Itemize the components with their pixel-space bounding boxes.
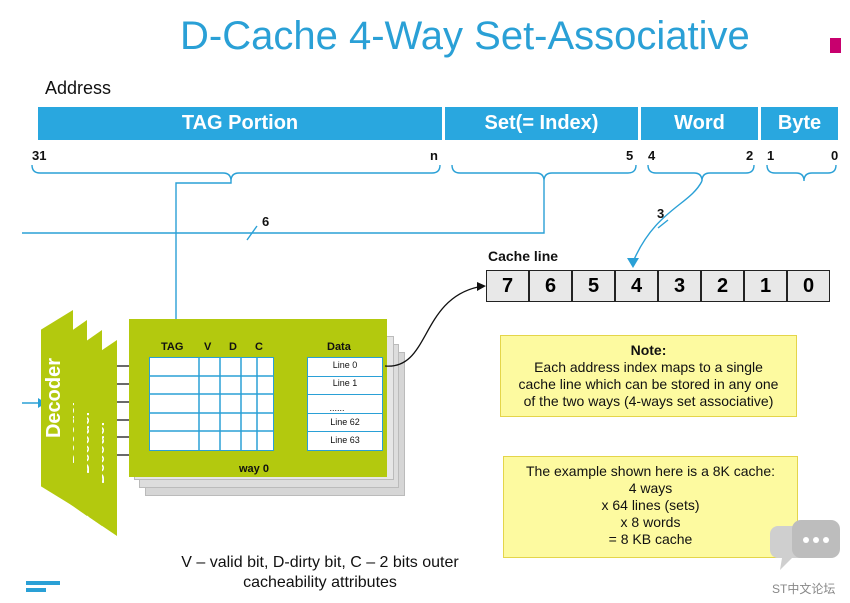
legend: V – valid bit, D-dirty bit, C – 2 bits o… — [150, 553, 490, 593]
word-width-slash — [657, 219, 669, 229]
cache-attr-header: C — [255, 341, 263, 353]
tag-header: TAG — [161, 341, 184, 353]
cache-word-7: 7 — [486, 270, 529, 302]
example-box: The example shown here is a 8K cache: 4 … — [503, 456, 798, 558]
st-logo-fragment — [26, 581, 60, 585]
cache-line-label: Cache line — [488, 248, 559, 264]
dirty-header: D — [229, 341, 237, 353]
bit-2: 2 — [746, 148, 754, 163]
bit-4: 4 — [648, 148, 656, 163]
data-line-0: Line 0 — [332, 360, 358, 370]
word-field: Word — [641, 107, 758, 140]
cache-word-2: 2 — [701, 270, 744, 302]
page-title: D-Cache 4-Way Set-Associative — [180, 14, 750, 58]
grid-lines — [150, 358, 273, 450]
example-line-1: The example shown here is a 8K cache: — [525, 463, 776, 479]
legend-line-2: cacheability attributes — [243, 574, 397, 591]
byte-field: Byte — [761, 107, 838, 140]
example-line-3: x 64 lines (sets) — [601, 497, 700, 513]
way-0: TAG V D C Data Line 0 Line 1 ...... Line… — [129, 319, 387, 477]
tag-portion-field: TAG Portion — [38, 107, 442, 140]
data-header: Data — [327, 341, 351, 353]
tag-line — [175, 181, 232, 320]
cache-word-1: 1 — [744, 270, 787, 302]
example-line-5: = 8 KB cache — [608, 531, 693, 547]
byte-brace — [766, 164, 837, 182]
example-line-2: 4 ways — [628, 480, 673, 496]
address-label: Address — [45, 78, 112, 98]
bit-5: 5 — [626, 148, 634, 163]
word-line — [632, 180, 703, 263]
way-label: way 0 — [239, 463, 269, 475]
bit-0: 0 — [831, 148, 839, 163]
data-line-1: Line 1 — [332, 378, 358, 388]
set-width-slash — [246, 225, 258, 241]
note-heading: Note: — [630, 342, 667, 358]
note-line-3: of the two ways (4-ways set associative) — [523, 393, 774, 409]
valid-header: V — [204, 341, 212, 353]
legend-line-1: V – valid bit, D-dirty bit, C – 2 bits o… — [181, 554, 459, 571]
word-width-label: 3 — [657, 206, 665, 221]
data-column: Line 0 Line 1 ...... Line 62 Line 63 — [307, 357, 383, 451]
decoder-front: Decoder — [41, 310, 73, 506]
cache-word-3: 3 — [658, 270, 701, 302]
note-line-2: cache line which can be stored in any on… — [518, 376, 779, 392]
data-divider — [308, 431, 382, 432]
title-accent-mark — [830, 38, 841, 53]
watermark-text: ST中文论坛 — [772, 582, 836, 596]
cache-line: 7 6 5 4 3 2 1 0 — [486, 270, 830, 302]
st-logo-fragment — [26, 588, 46, 592]
word-arrowhead — [627, 258, 639, 268]
bit-31: 31 — [32, 148, 47, 163]
set-width-label: 6 — [262, 214, 270, 229]
data-line-ellipsis: ...... — [329, 403, 345, 413]
set-line — [22, 181, 545, 234]
cache-word-5: 5 — [572, 270, 615, 302]
set-index-field: Set(= Index) — [445, 107, 638, 140]
cache-word-4: 4 — [615, 270, 658, 302]
example-line-4: x 8 words — [620, 514, 681, 530]
data-line-62: Line 62 — [330, 417, 360, 427]
data-line-63: Line 63 — [330, 435, 360, 445]
note-line-1: Each address index maps to a single — [534, 359, 763, 375]
data-divider — [308, 413, 382, 414]
tag-flag-grid — [149, 357, 274, 451]
data-divider — [308, 376, 382, 377]
cache-word-0: 0 — [787, 270, 830, 302]
cache-word-6: 6 — [529, 270, 572, 302]
bit-n: n — [430, 148, 438, 163]
note-box: Note: Each address index maps to a singl… — [500, 335, 797, 417]
bit-1: 1 — [767, 148, 775, 163]
chat-bubble-icon — [770, 520, 840, 570]
data-divider — [308, 394, 382, 395]
